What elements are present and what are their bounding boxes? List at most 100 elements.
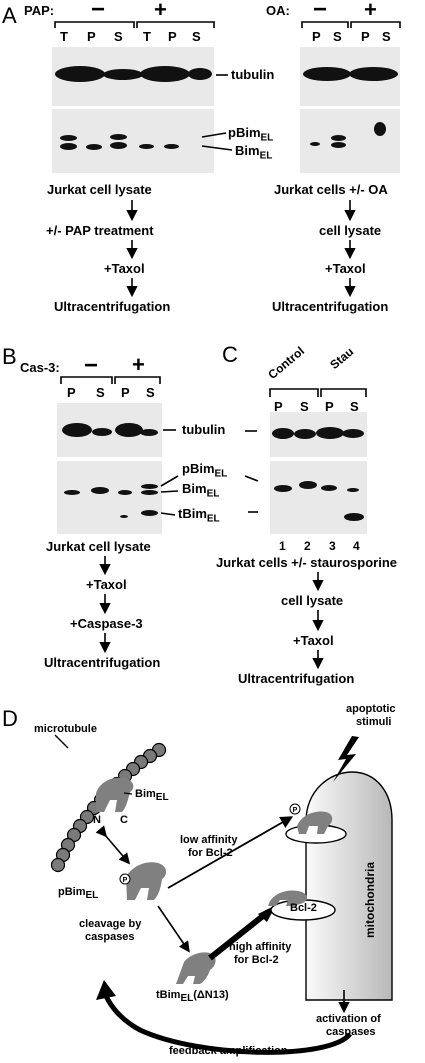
band	[86, 144, 102, 150]
lane-label: S	[382, 29, 391, 44]
flow-a-left-4: Ultracentrifugation	[54, 299, 171, 314]
tubulin-label: tubulin	[231, 67, 275, 82]
flow-b-3: +Caspase-3	[70, 616, 143, 631]
lane-number: 2	[304, 539, 311, 553]
band	[55, 66, 105, 82]
band	[331, 142, 346, 148]
band	[188, 68, 212, 80]
band	[347, 488, 359, 492]
flow-a-right-2: cell lysate	[319, 223, 382, 238]
microtubule-beads	[50, 742, 167, 873]
band	[294, 429, 316, 439]
flow-c-4: Ultracentrifugation	[238, 671, 355, 686]
lane-label: P	[87, 29, 96, 44]
band	[141, 490, 158, 495]
c-terminus-label: C	[120, 814, 128, 826]
apoptotic-label-1: apoptotic	[346, 703, 396, 715]
panel-c-label: C	[222, 342, 238, 367]
oa-minus: −	[313, 0, 328, 23]
band	[60, 143, 77, 150]
lane-label: S	[146, 385, 155, 400]
flow-c-2: cell lysate	[281, 593, 344, 608]
band	[141, 510, 158, 516]
lane-label: S	[300, 399, 309, 414]
pbim-label: pBimEL	[182, 461, 228, 480]
lane-label: S	[192, 29, 201, 44]
band	[110, 134, 127, 140]
bim-label: BimEL	[182, 481, 220, 500]
high-affinity-label-2: for Bcl-2	[234, 954, 279, 966]
panel-d-label: D	[2, 706, 18, 731]
flow-b-4: Ultracentrifugation	[44, 655, 161, 670]
pbim-el-label: pBimEL	[58, 886, 99, 902]
band	[60, 135, 77, 141]
band	[139, 144, 154, 149]
band	[164, 144, 179, 149]
pap-label: PAP:	[24, 3, 55, 18]
band	[331, 135, 346, 141]
band	[110, 142, 127, 149]
tubulin-label: tubulin	[182, 422, 226, 437]
lane-label: P	[325, 399, 334, 414]
panel-a-label: A	[2, 3, 17, 28]
lane-number: 3	[329, 539, 336, 553]
lane-label: T	[60, 29, 68, 44]
band	[303, 67, 351, 81]
lane-label: P	[361, 29, 370, 44]
low-affinity-label-1: low affinity	[180, 834, 238, 846]
low-affinity-label-2: for Bcl-2	[188, 847, 233, 859]
lane-label: P	[274, 399, 283, 414]
flow-c-3: +Taxol	[293, 633, 334, 648]
panel-b-label: B	[2, 344, 17, 369]
pap-plus: +	[154, 0, 167, 22]
blot-bim-stau	[270, 461, 367, 534]
cas3-minus: −	[84, 352, 99, 379]
tbim-dn13-label: tBimEL(ΔN13)	[156, 989, 229, 1005]
band	[299, 481, 317, 489]
band	[103, 69, 143, 80]
cleavage-label-1: cleavage by	[79, 918, 142, 930]
lane-number: 4	[353, 539, 360, 553]
band	[321, 485, 337, 491]
lane-label: P	[168, 29, 177, 44]
band	[344, 513, 364, 521]
flow-b-1: Jurkat cell lysate	[46, 539, 151, 554]
band	[349, 67, 398, 81]
svg-text:P: P	[293, 807, 298, 814]
lane-label: S	[350, 399, 359, 414]
band	[62, 423, 92, 437]
band	[342, 429, 364, 438]
tbim-label: tBimEL	[178, 506, 220, 525]
lane-label: S	[114, 29, 123, 44]
band	[272, 428, 294, 439]
blot-bim-oa	[300, 109, 400, 173]
feedback-label: feedback amplification	[169, 1045, 288, 1057]
microtubule-label: microtubule	[34, 723, 97, 735]
lane-label: S	[96, 385, 105, 400]
flow-a-left-1: Jurkat cell lysate	[47, 182, 152, 197]
blot-bim-pap	[52, 109, 214, 173]
band	[118, 490, 132, 495]
band	[64, 490, 80, 495]
band	[374, 122, 386, 136]
lane-label: P	[312, 29, 321, 44]
cas3-plus: +	[132, 352, 145, 377]
flow-a-left-2: +/- PAP treatment	[46, 223, 154, 238]
lane-label: P	[67, 385, 76, 400]
cleavage-label-2: caspases	[85, 931, 135, 943]
lane-number: 1	[279, 539, 286, 553]
band	[91, 487, 109, 494]
lane-label: P	[121, 385, 130, 400]
band	[316, 427, 344, 439]
band	[310, 142, 320, 146]
mitochondria-label: mitochondria	[363, 861, 377, 938]
bcl2-label: Bcl-2	[290, 902, 317, 914]
high-affinity-label-1: high affinity	[229, 941, 292, 953]
cas3-label: Cas-3:	[20, 360, 60, 375]
svg-text:P: P	[123, 877, 128, 884]
lane-label: S	[333, 29, 342, 44]
band	[140, 66, 190, 82]
activation-label-2: caspases	[326, 1026, 376, 1038]
band	[92, 428, 112, 436]
flow-a-right-1: Jurkat cells +/- OA	[274, 182, 388, 197]
